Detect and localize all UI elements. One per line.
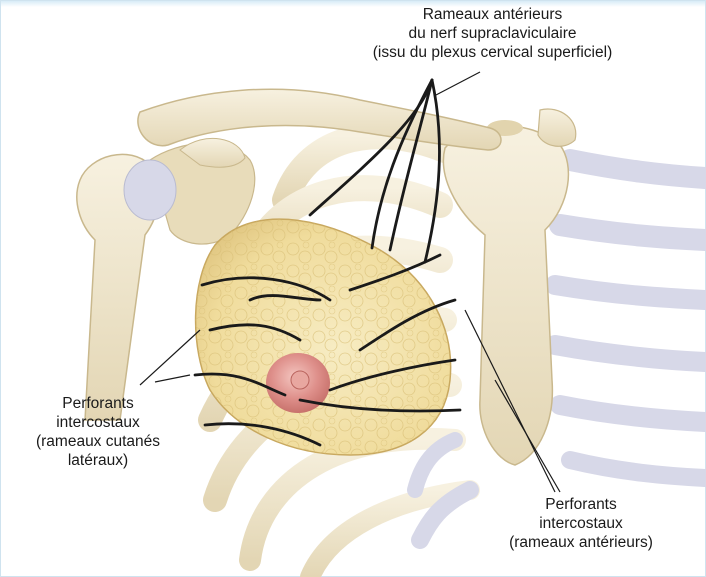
rib [545,335,706,372]
cartilage [407,432,463,498]
rib [561,451,706,487]
supraclavicular-nerve [423,78,441,264]
label-line: intercostaux [539,515,623,532]
sternum [442,125,570,466]
label-supraclavicular-nerve: Rameaux antérieurs du nerf supraclavicul… [300,5,685,62]
leader-lines [139,71,561,493]
lateral-cutaneous-branch [208,323,302,342]
clavicle-sternal-end [537,108,577,147]
ribs-right [545,149,706,487]
humeral-head-cartilage [123,159,177,221]
label-line: Perforants [62,395,134,412]
lateral-cutaneous-branch [203,422,322,447]
nipple [290,370,310,390]
label-lateral-perforants: Perforants intercostaux (rameaux cutanés… [0,394,196,470]
leader-lateral [154,374,191,383]
rib [545,275,706,310]
rib [550,395,706,432]
label-line: du nerf supraclaviculaire [408,25,577,42]
supraclavicular-nerve [388,78,434,252]
rib [549,214,706,251]
leader-supraclavicular [435,71,481,96]
anterior-branch [348,253,442,292]
coracoid [179,137,246,168]
anterior-branch [358,298,457,352]
nerves [193,78,462,447]
label-line: latéraux) [67,452,129,469]
cartilage [411,481,479,549]
lateral-cutaneous-branch [193,372,287,397]
rib [559,149,706,189]
rib [300,480,480,577]
leader-anterior [494,379,561,493]
clavicle [137,88,502,151]
label-line: intercostaux [56,414,140,431]
label-line: (rameaux antérieurs) [509,534,653,551]
label-line: Perforants [545,496,617,513]
label-line: (issu du plexus cervical superficiel) [372,44,613,61]
anterior-branch [328,358,457,392]
supraclavicular-nerve [308,78,434,217]
leader-anterior [464,309,556,493]
label-line: Rameaux antérieurs [422,6,563,23]
label-anterior-perforants: Perforants intercostaux (rameaux antérie… [468,495,694,552]
lateral-cutaneous-branch [248,294,322,302]
leader-lateral [139,329,201,386]
label-line: (rameaux cutanés [35,433,161,450]
lateral-cutaneous-branch [200,276,332,302]
anterior-branch [298,398,462,413]
